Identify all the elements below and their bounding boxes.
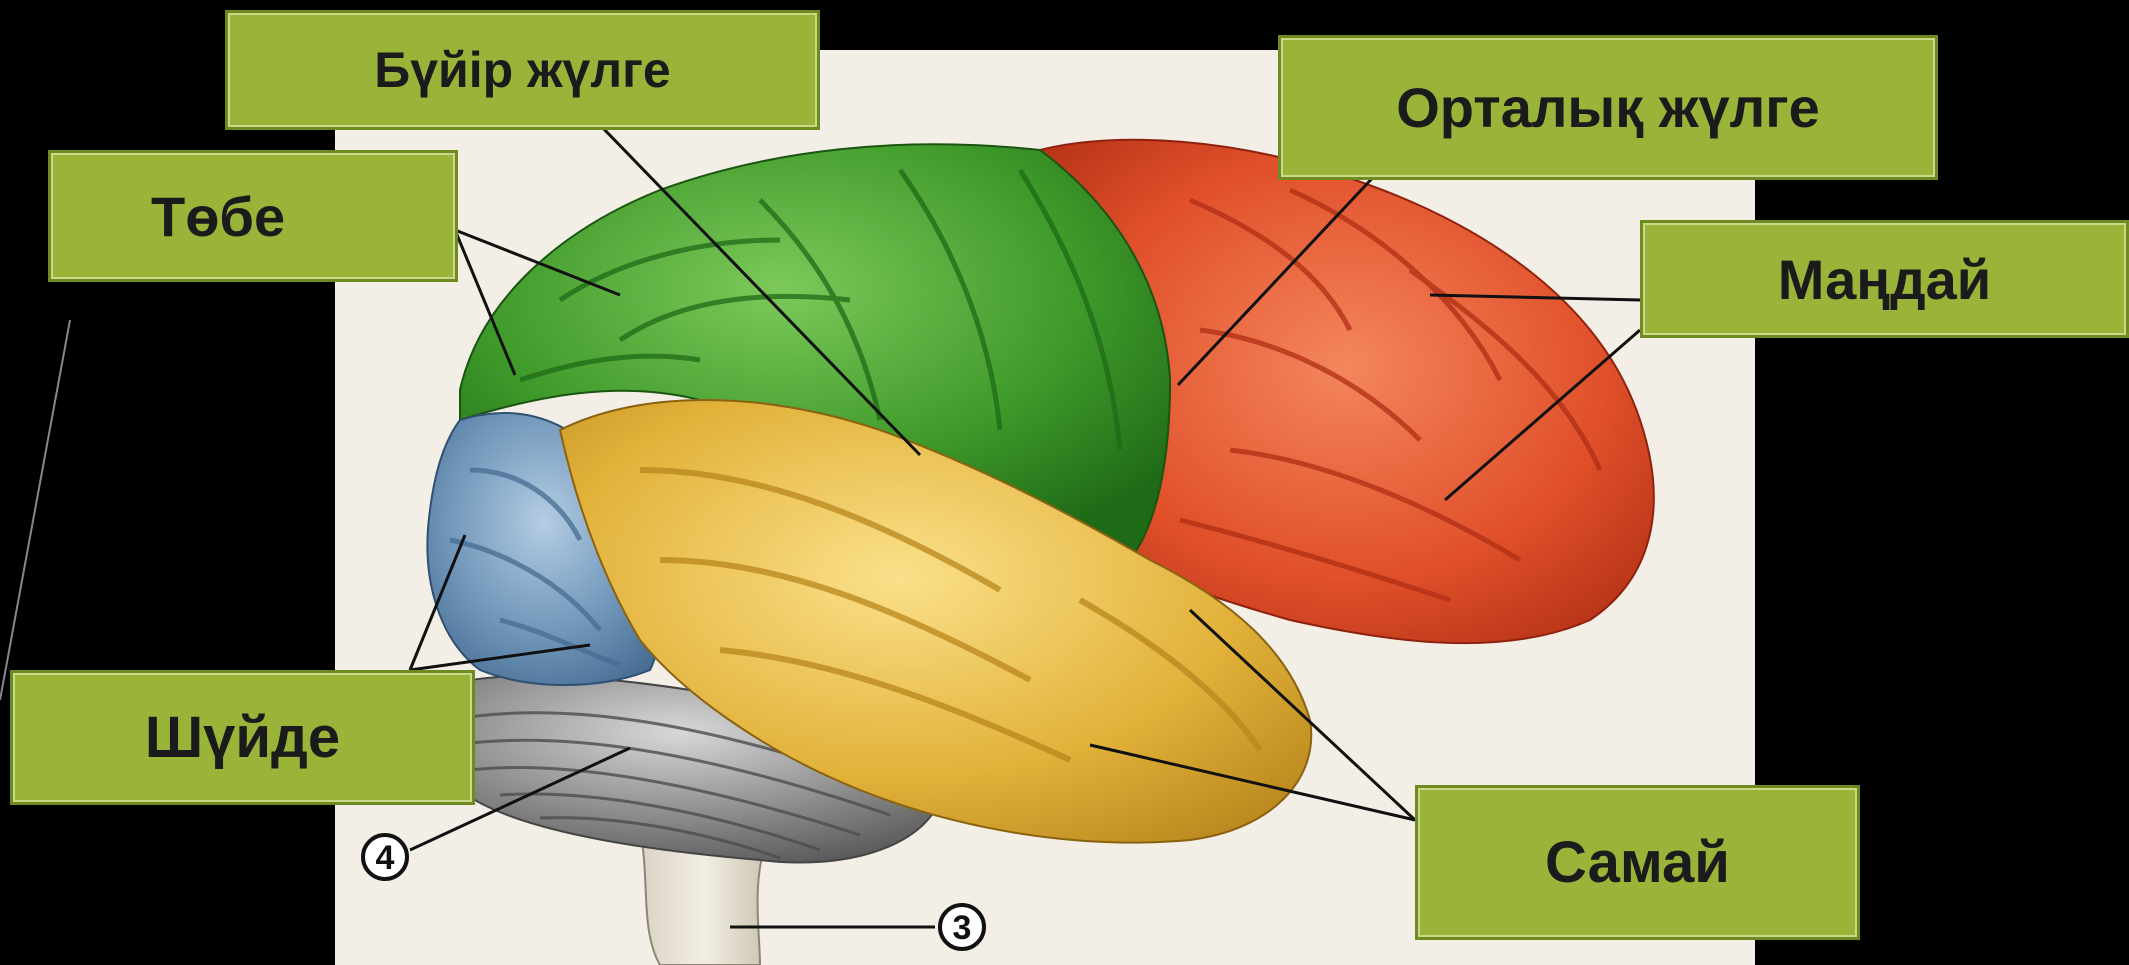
label-occipital-text: Шүйде	[145, 704, 340, 771]
label-lateral-sulcus: Бүйір жүлге	[225, 10, 820, 130]
label-lateral-sulcus-text: Бүйір жүлге	[374, 41, 670, 99]
label-occipital: Шүйде	[10, 670, 475, 805]
label-temporal: Самай	[1415, 785, 1860, 940]
label-parietal-text: Төбе	[151, 184, 285, 249]
decorative-line	[0, 320, 70, 700]
label-parietal: Төбе	[48, 150, 458, 282]
marker-cerebellum: 4	[363, 835, 407, 879]
label-central-sulcus: Орталық жүлге	[1278, 35, 1938, 180]
marker-cerebellum-text: 4	[376, 839, 395, 877]
marker-brainstem-text: 3	[953, 909, 972, 947]
label-frontal-text: Маңдай	[1778, 247, 1991, 312]
label-frontal: Маңдай	[1640, 220, 2129, 338]
label-central-sulcus-text: Орталық жүлге	[1396, 75, 1819, 140]
label-temporal-text: Самай	[1545, 829, 1730, 896]
marker-brainstem: 3	[940, 905, 984, 949]
